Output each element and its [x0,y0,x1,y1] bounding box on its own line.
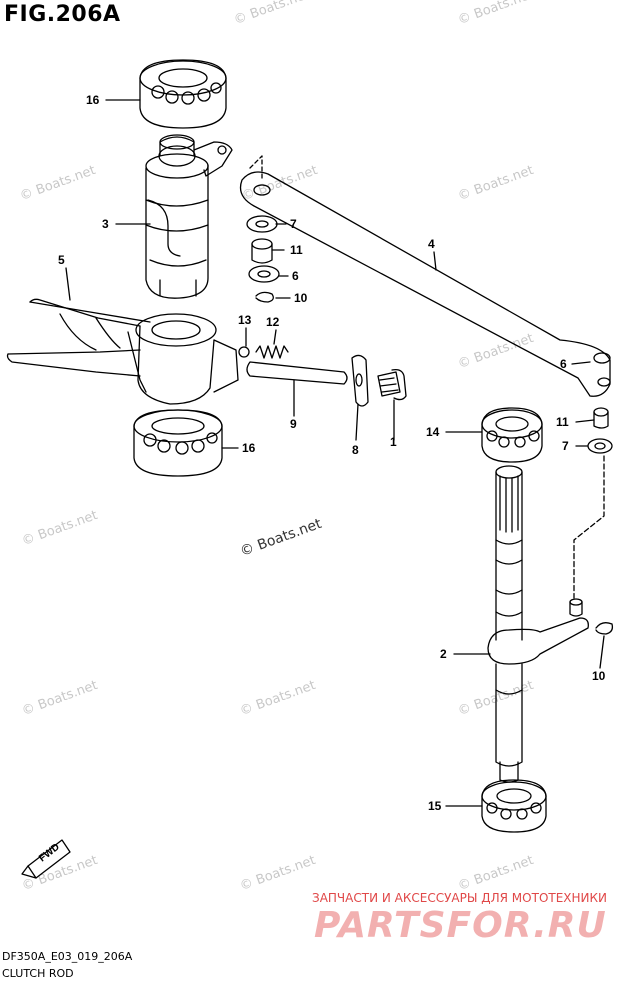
bearing-15 [481,779,547,833]
callout-6: 6 [560,357,567,371]
callout-2: 2 [440,647,447,661]
bearing-16-lower [133,409,223,477]
shop-logo: PARTSFOR.RU [314,905,607,946]
shift-fork-5 [6,298,239,405]
callout-10: 10 [294,291,308,305]
callout-13: 13 [238,313,252,327]
fwd-badge [21,839,71,879]
ball-13 [238,346,250,358]
callout-4: 4 [428,237,435,251]
callout-8: 8 [352,443,359,457]
callout-11: 11 [556,415,569,429]
figure-title: FIG.206A [4,2,121,27]
callout-15: 15 [428,799,442,813]
collar-11-lower [593,407,609,429]
cam-shaft-3 [145,134,233,299]
washer-7-upper [246,215,278,233]
clip-10-upper [255,291,274,303]
clip-10-lower [595,622,614,635]
callout-1: 1 [390,435,397,449]
shop-tagline: ЗАПЧАСТИ И АКСЕССУАРЫ ДЛЯ МОТОТЕХНИКИ [312,891,608,905]
callout-12: 12 [266,315,280,329]
diagram-caption: CLUTCH ROD [2,967,74,980]
callout-14: 14 [426,425,440,439]
callout-5: 5 [58,253,65,267]
guide-line [573,455,605,599]
spring-12 [255,345,289,359]
washer-6-upper [248,265,280,283]
callout-7: 7 [562,439,569,453]
callout-9: 9 [290,417,297,431]
callout-7: 7 [290,217,297,231]
leader-lines [65,99,605,807]
washer-8 [351,354,369,407]
callout-11: 11 [290,243,303,257]
washer-7-lower [587,438,613,454]
callout-3: 3 [102,217,109,231]
clutch-shaft-2 [487,465,589,783]
bearing-16-upper [139,59,227,129]
callout-16: 16 [86,93,100,107]
collar-11-upper [251,238,273,264]
callout-6: 6 [292,269,299,283]
callout-10: 10 [592,669,606,683]
callout-16: 16 [242,441,256,455]
pin-9 [246,361,348,385]
clutch-rod-4 [239,155,611,397]
diagram-code: DF350A_E03_019_206A [2,950,133,963]
bolt-1 [377,368,407,401]
bearing-14 [481,407,543,463]
